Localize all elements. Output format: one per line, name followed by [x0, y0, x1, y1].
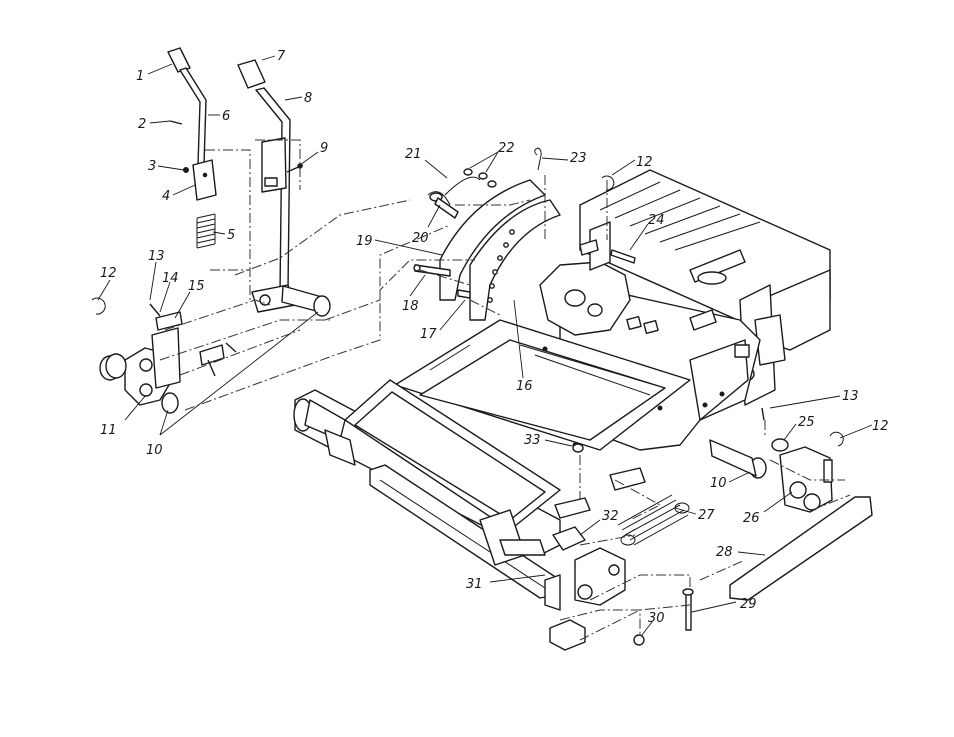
callout-10-left: 10 — [146, 443, 163, 458]
callout-6: 6 — [222, 109, 230, 124]
callout-22: 22 — [498, 141, 515, 156]
callout-18: 18 — [402, 299, 419, 314]
callout-11: 11 — [100, 423, 117, 438]
spring-5 — [197, 214, 215, 248]
callout-27: 27 — [698, 508, 715, 523]
callout-12-left: 12 — [100, 266, 117, 281]
callout-16: 16 — [516, 379, 533, 394]
pivot-bracket-right — [710, 408, 843, 512]
callout-12-right: 12 — [872, 419, 889, 434]
callout-24: 24 — [648, 213, 665, 228]
callout-17: 17 — [420, 327, 437, 342]
callout-8: 8 — [304, 91, 312, 106]
callout-1: 1 — [136, 69, 144, 84]
lever-assembly-left — [168, 48, 330, 316]
callout-7: 7 — [277, 49, 286, 64]
pivot-bracket-left — [92, 298, 236, 413]
callout-29: 29 — [740, 597, 757, 612]
callout-19: 19 — [356, 234, 373, 249]
callout-14: 14 — [162, 271, 179, 286]
callout-10-right: 10 — [710, 476, 727, 491]
callout-33: 33 — [524, 433, 541, 448]
callout-30: 30 — [648, 611, 665, 626]
callout-13-left: 13 — [148, 249, 165, 264]
callout-23: 23 — [570, 151, 587, 166]
callout-15: 15 — [188, 279, 205, 294]
callout-26: 26 — [743, 511, 760, 526]
callout-31: 31 — [466, 577, 483, 592]
callout-32: 32 — [602, 509, 619, 524]
callout-3: 3 — [148, 159, 156, 174]
callout-5: 5 — [227, 228, 235, 243]
callout-28: 28 — [716, 545, 733, 560]
spring-27 — [618, 495, 689, 545]
callout-2: 2 — [138, 117, 146, 132]
callout-13-right: 13 — [842, 389, 859, 404]
callout-21: 21 — [405, 147, 422, 162]
callout-25: 25 — [798, 415, 815, 430]
callout-4: 4 — [162, 189, 170, 204]
callout-9: 9 — [320, 141, 328, 156]
callout-12-top: 12 — [636, 155, 653, 170]
callout-20: 20 — [412, 231, 429, 246]
